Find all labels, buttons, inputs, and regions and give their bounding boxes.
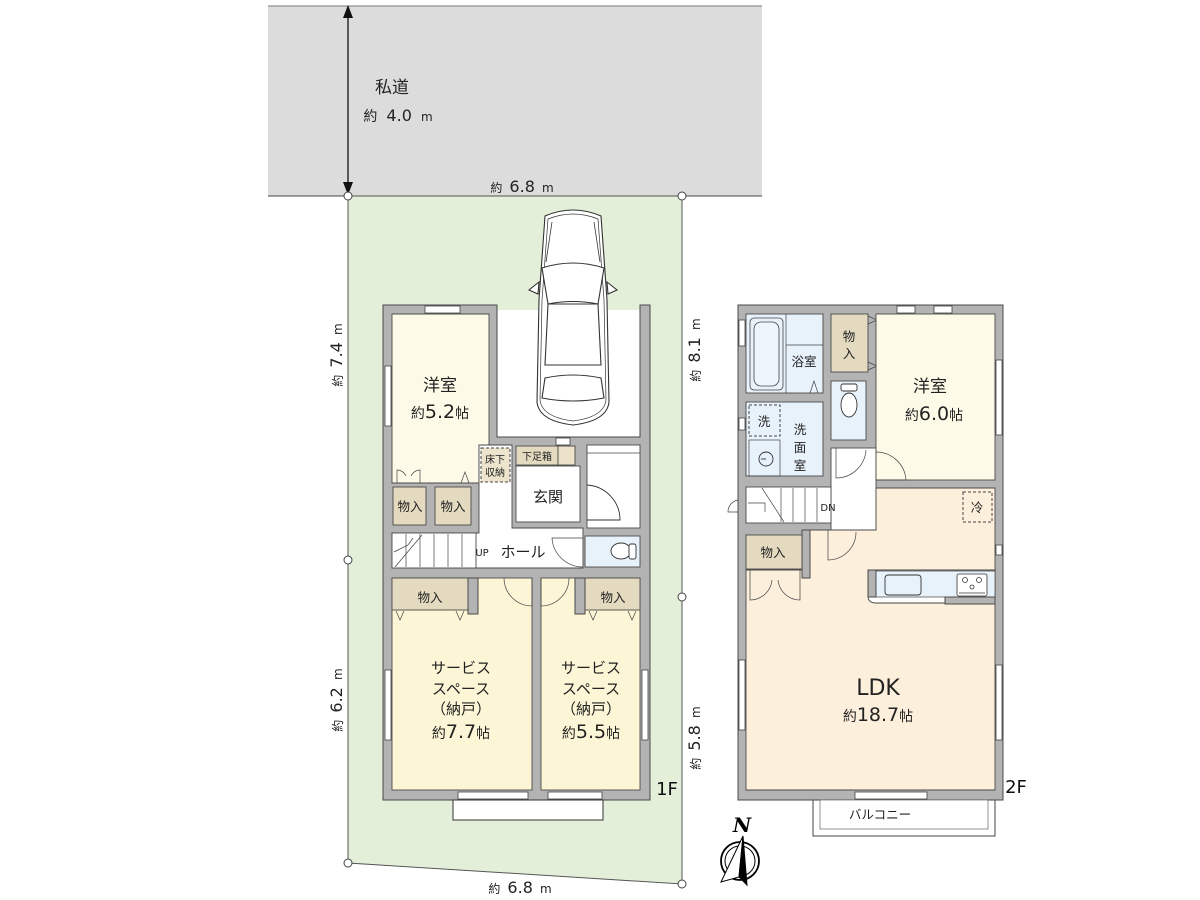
car-icon (527, 209, 619, 426)
private-road: 私道 約 4.0 m (268, 5, 762, 197)
entrance-label: 玄関 (533, 488, 563, 506)
washroom (745, 401, 824, 477)
ldk-door-icon (827, 530, 857, 561)
stairs-icon (393, 534, 463, 568)
closet-label: 入 (843, 346, 856, 361)
stairs-icon (748, 487, 818, 523)
sink-icon (884, 574, 922, 596)
fridge-space (962, 491, 993, 523)
western-room-2f (875, 313, 996, 481)
fridge-label: 冷 (971, 500, 984, 515)
compass-icon: N (720, 813, 760, 887)
compass-north-label: N (732, 813, 752, 837)
toilet-icon (840, 383, 858, 418)
window-icon (384, 305, 649, 821)
service-2-door-icon (540, 577, 570, 607)
site-dim-right-upper: 約 8.1 m (685, 318, 704, 381)
underfloor-storage (481, 448, 510, 482)
western-room-door-icon (875, 451, 907, 481)
toilet-icon (610, 542, 637, 560)
exterior-door-icon (727, 499, 739, 513)
service-space-2-area: 約5.5帖 (562, 721, 620, 743)
washbasin-icon (758, 451, 774, 467)
closet-1f-c (391, 577, 469, 611)
service-space-1-label: （納戸） (431, 700, 491, 718)
closet-label: 物入 (440, 499, 466, 514)
site-dim-right-lower: 約 5.8 m (685, 706, 704, 769)
ldk-label: LDK (856, 676, 900, 701)
floor-2: 浴室 物 入 洋室 約6.0帖 洗 洗 面 室 DN 冷 物入 LDK 約18.… (727, 304, 1027, 837)
site-dim-left-lower: 約 6.2 m (327, 668, 346, 731)
ldk-area: 約18.7帖 (843, 704, 913, 726)
closet-2f-a (830, 313, 869, 373)
bathtub-icon (749, 317, 784, 391)
road-width-arrow-icon (343, 5, 353, 195)
stairs-2f (745, 486, 832, 524)
shoe-cabinet-label: 下足箱 (522, 450, 552, 463)
service-space-2 (540, 577, 641, 791)
hall-label: ホール (500, 543, 545, 561)
closet-1f-b (434, 486, 472, 526)
service-1-door-icon (503, 577, 533, 607)
closet-label: 物入 (417, 590, 443, 605)
entrance-genkan (515, 465, 581, 523)
western-room-2f-label: 洋室 (913, 377, 947, 397)
underfloor-storage-label-2: 収納 (485, 466, 505, 479)
hall-2f (830, 447, 877, 531)
site-dim-bottom: 約 6.8 m (488, 878, 551, 897)
floor-2-label: 2F (1005, 777, 1027, 798)
service-space-1 (391, 577, 533, 791)
closet-label: 物 (843, 329, 856, 344)
closet-2f-b (745, 534, 803, 570)
stairs-down-label: DN (820, 503, 835, 514)
kitchen-counter (867, 569, 996, 605)
service-space-2-label: サービス (561, 659, 621, 677)
service-space-1-area: 約7.7帖 (432, 721, 490, 743)
floor-1-label: 1F (656, 779, 678, 800)
bathroom-label: 浴室 (791, 354, 816, 369)
stairs-up-label: UP (475, 548, 488, 559)
service-space-2-label: スペース (562, 680, 620, 698)
toilet-door-icon (835, 448, 867, 479)
closet-1f-a (392, 486, 427, 526)
site-dim-left-upper: 約 7.4 m (327, 323, 346, 386)
washer-space (748, 404, 781, 437)
western-room-1f-label: 洋室 (423, 376, 457, 396)
boundary-marker-icon (343, 191, 687, 889)
washroom-label: 面 (794, 440, 807, 455)
closet-1f-d (584, 577, 641, 611)
balcony-label: バルコニー (849, 807, 911, 822)
balcony (812, 799, 996, 837)
western-room-1f-area: 約5.2帖 (411, 401, 469, 423)
window-icon (738, 305, 1003, 800)
washroom-label: 洗 (794, 422, 807, 437)
service-space-2-label: （納戸） (561, 700, 621, 718)
road-width: 約 4.0 m (363, 106, 432, 125)
closet-label: 物入 (600, 590, 626, 605)
service-space-1-label: サービス (431, 659, 491, 677)
site-dim-top: 約 6.8 m (490, 177, 553, 196)
western-room-2f-area: 約6.0帖 (905, 403, 963, 425)
western-room-1f (391, 313, 490, 484)
washroom-label: 室 (794, 458, 807, 473)
service-space-1-label: スペース (432, 680, 490, 698)
closet-label: 物入 (397, 499, 423, 514)
washer-label: 洗 (758, 414, 771, 429)
underfloor-storage-label: 床下 (485, 453, 505, 466)
stove-icon (956, 573, 988, 597)
toilet-door-icon (551, 537, 584, 568)
entrance-door-icon (586, 484, 621, 521)
road-label: 私道 (375, 78, 409, 98)
floor-1: 洋室 約5.2帖 床下 収納 下足箱 玄関 物入 物入 UP ホール 物入 物入… (382, 304, 678, 821)
closet-label: 物入 (760, 545, 786, 560)
